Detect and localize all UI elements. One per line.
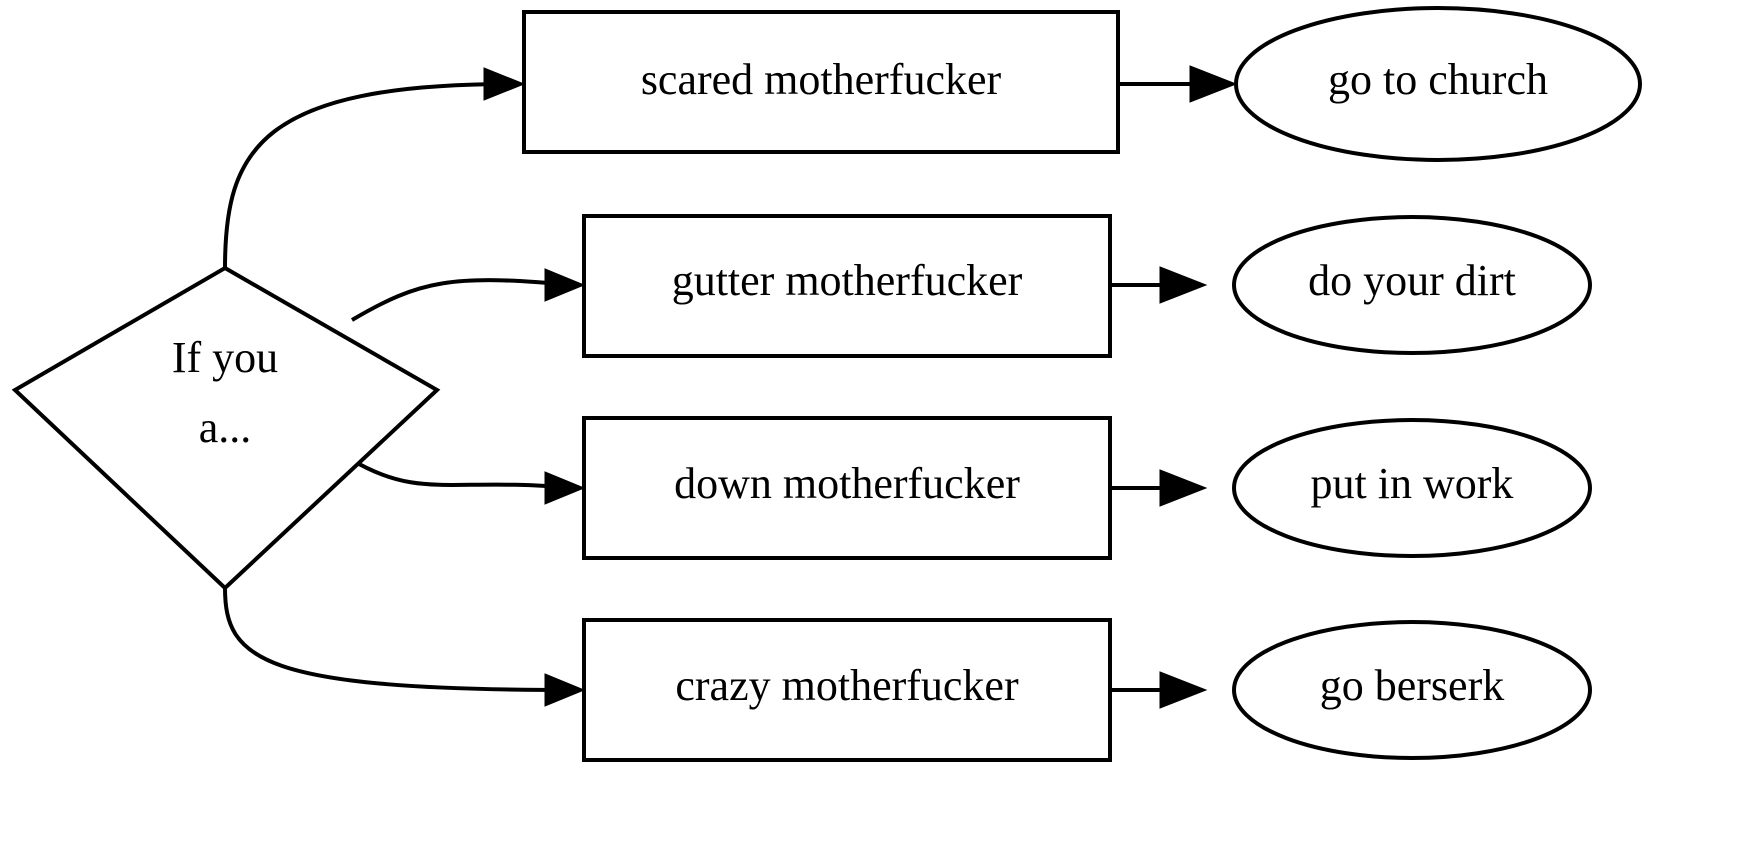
edge-decision-to-state-3 <box>350 458 586 505</box>
action-node-4[interactable]: go berserk <box>1232 620 1592 760</box>
action-node-2[interactable]: do your dirt <box>1232 215 1592 355</box>
edge-path-3 <box>350 458 573 490</box>
arrowhead-7 <box>1159 469 1208 507</box>
action-ellipse-3-label: put in work <box>1311 459 1514 508</box>
action-node-1[interactable]: go to church <box>1234 6 1642 162</box>
state-box-3-label: down motherfucker <box>674 459 1020 508</box>
action-ellipse-2-label: do your dirt <box>1308 256 1516 305</box>
state-box-2-label: gutter motherfucker <box>672 256 1023 305</box>
decision-diamond-shape[interactable] <box>11 265 441 591</box>
state-node-2[interactable]: gutter motherfucker <box>582 214 1112 358</box>
action-ellipse-2[interactable] <box>1232 215 1592 355</box>
state-box-4[interactable] <box>582 618 1112 762</box>
state-box-3[interactable] <box>582 416 1112 560</box>
edge-group-decision-to-states <box>223 67 586 707</box>
edge-decision-to-state-4 <box>223 587 586 707</box>
decision-node[interactable]: If you a... <box>11 265 441 591</box>
edge-path-1 <box>223 82 513 269</box>
edge-state-1-to-action-1 <box>1118 65 1238 103</box>
arrowhead-8 <box>1159 671 1208 709</box>
state-node-1[interactable]: scared motherfucker <box>522 10 1120 154</box>
edge-decision-to-state-1 <box>223 67 526 269</box>
state-box-4-label: crazy motherfucker <box>675 661 1019 710</box>
arrowhead-2 <box>544 268 586 302</box>
edge-decision-to-state-2 <box>350 268 586 322</box>
arrowhead-1 <box>483 67 526 101</box>
decision-label-line2: a... <box>199 403 252 452</box>
edge-group-states-to-actions <box>1110 65 1238 709</box>
edge-path-4 <box>223 587 573 692</box>
state-box-1[interactable] <box>522 10 1120 154</box>
state-node-3[interactable]: down motherfucker <box>582 416 1112 560</box>
state-node-4[interactable]: crazy motherfucker <box>582 618 1112 762</box>
action-ellipse-1[interactable] <box>1234 6 1642 162</box>
arrowhead-5 <box>1189 65 1238 103</box>
action-ellipse-1-label: go to church <box>1328 55 1548 104</box>
edge-state-3-to-action-3 <box>1110 469 1208 507</box>
arrowhead-3 <box>544 471 586 505</box>
edge-path-2 <box>350 278 573 322</box>
arrowhead-6 <box>1159 266 1208 304</box>
edge-state-4-to-action-4 <box>1110 671 1208 709</box>
state-box-1-label: scared motherfucker <box>641 55 1002 104</box>
state-box-2[interactable] <box>582 214 1112 358</box>
edge-state-2-to-action-2 <box>1110 266 1208 304</box>
action-ellipse-3[interactable] <box>1232 418 1592 558</box>
decision-label-line1: If you <box>172 333 278 382</box>
action-ellipse-4[interactable] <box>1232 620 1592 760</box>
action-ellipse-4-label: go berserk <box>1320 661 1505 710</box>
action-node-3[interactable]: put in work <box>1232 418 1592 558</box>
arrowhead-4 <box>544 673 586 707</box>
